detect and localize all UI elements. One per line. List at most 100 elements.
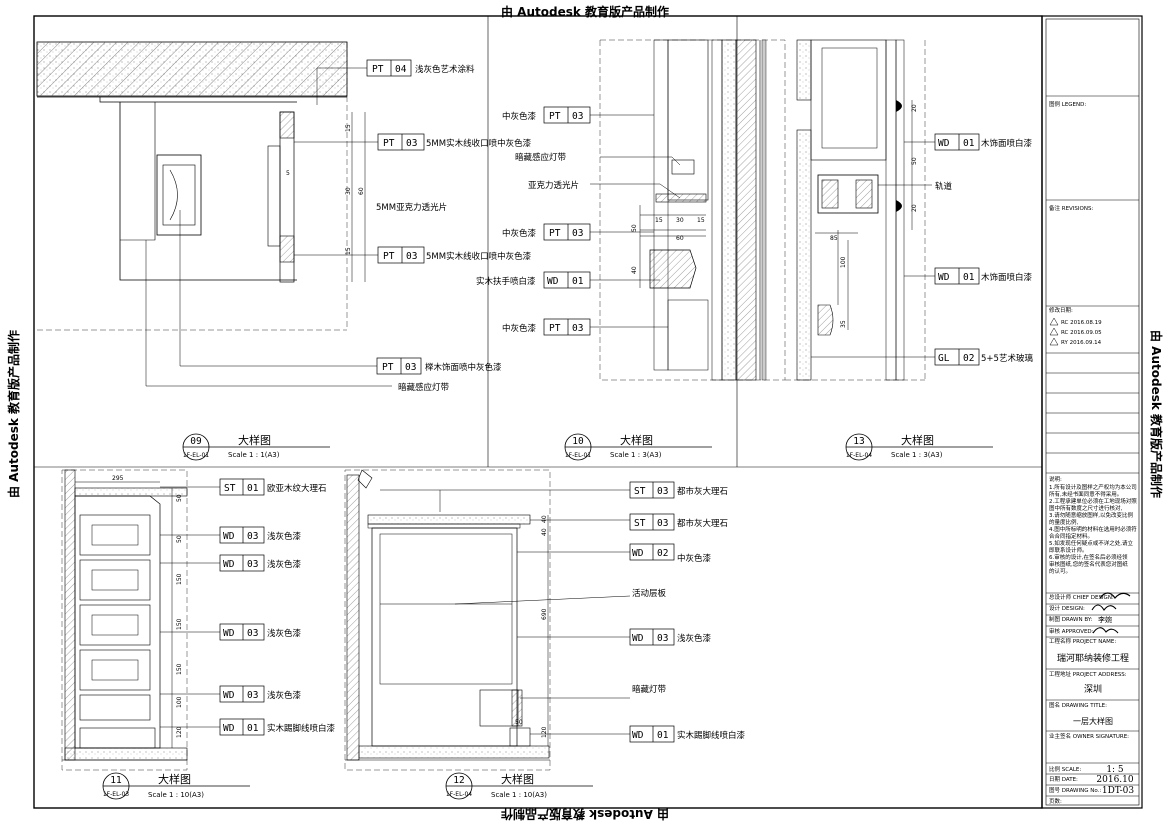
drawing-label: Scale 1 : 10(A3) bbox=[148, 791, 204, 799]
drawing-label: 的认可。 bbox=[1049, 567, 1071, 575]
material-tag: WD 01 木饰面喷白漆 bbox=[934, 133, 1033, 151]
drawing-label: 01 bbox=[247, 723, 259, 734]
drawing-label: 5MM实木线收口喷中灰色漆 bbox=[426, 251, 532, 262]
material-tag: WD 01 实木踢脚线喷白漆 bbox=[219, 718, 336, 736]
drawing-label: 木饰面喷白漆 bbox=[981, 138, 1033, 149]
chief-design-label: 总设计师 CHIEF DESIGN: bbox=[1049, 593, 1114, 601]
drawing-label: 中灰色漆 bbox=[502, 323, 537, 334]
drawing-label: WD bbox=[223, 690, 235, 701]
drawing-label: 120 bbox=[176, 726, 183, 738]
drawing-label: 中灰色漆 bbox=[677, 553, 712, 564]
material-tag: ST 03 都市灰大理石 bbox=[629, 481, 728, 499]
material-tag: WD 01 木饰面喷白漆 bbox=[934, 267, 1033, 285]
scale-label: 比例 SCALE: bbox=[1049, 765, 1081, 773]
drawing-label: Scale 1 : 1(A3) bbox=[228, 451, 280, 459]
drawing-label: PT bbox=[549, 323, 561, 334]
drawing-label: 1F-EL-01 bbox=[183, 452, 209, 459]
material-tag: 中灰色漆 PT 03 bbox=[502, 223, 591, 241]
drawing-label: WD bbox=[223, 723, 235, 734]
watermark-bottom: 由 Autodesk 教育版产品制作 bbox=[501, 807, 669, 822]
drawing-label: 大样图 bbox=[620, 433, 653, 447]
revision-list: RC 2016.08.19 RC 2016.09.05 RY 2016.09.1… bbox=[1049, 317, 1102, 346]
drawing-label: 即联系设计师。 bbox=[1049, 546, 1088, 554]
drawing-label: PT bbox=[382, 362, 394, 373]
drawing-label: 03 bbox=[247, 531, 258, 542]
drawing-label: 03 bbox=[247, 559, 258, 570]
drawing-label: PT bbox=[383, 251, 395, 262]
drawing-label: 03 bbox=[657, 518, 668, 529]
drawing-label: 1F-EL-04 bbox=[846, 452, 872, 459]
drawing-label: ST bbox=[224, 483, 236, 494]
drawing-label: PT bbox=[549, 228, 561, 239]
drawing-label: 浅灰色漆 bbox=[267, 690, 302, 701]
drawing-label: 实木踢脚线喷白漆 bbox=[267, 723, 336, 734]
drawing-label: 15 bbox=[345, 124, 352, 132]
drawing-label: 03 bbox=[572, 228, 583, 239]
drawing-label: 15 bbox=[697, 217, 705, 224]
drawing-label: PT bbox=[372, 64, 384, 75]
drawn-by-value: 李婉 bbox=[1098, 615, 1112, 624]
material-tag: PT 03 5MM实木线收口喷中灰色漆 bbox=[377, 133, 532, 151]
drawing-label: WD bbox=[632, 730, 644, 741]
drawing-label: 30 bbox=[345, 187, 352, 195]
drawing-label: 5MM实木线收口喷中灰色漆 bbox=[426, 138, 532, 149]
drawing-label: 15 bbox=[655, 217, 663, 224]
drawing-label: 50 bbox=[515, 719, 523, 726]
drawing-label: 木饰面喷白漆 bbox=[981, 272, 1033, 283]
material-tag: PT 03 5MM实木线收口喷中灰色漆 bbox=[377, 246, 532, 264]
date-label: 日期 DATE: bbox=[1049, 776, 1078, 783]
drawing-label: 01 bbox=[247, 483, 259, 494]
detail-11: 295 50 50 150 150 150 100 120 ST 01 欧亚木纹… bbox=[61, 469, 336, 800]
drawing-label: PT bbox=[383, 138, 395, 149]
drawing-label: 审核图纸,您的签名代表您对图纸 bbox=[1049, 560, 1128, 568]
scale-value: 1: 5 bbox=[1106, 765, 1124, 775]
material-tag: PT 04 浅灰色艺术涂料 bbox=[366, 59, 475, 77]
material-tag: WD 02 中灰色漆 bbox=[629, 543, 712, 564]
drawing-label: 03 bbox=[657, 633, 668, 644]
material-tag: WD 03 浅灰色漆 bbox=[219, 623, 302, 641]
drawing-label: 10 bbox=[572, 436, 584, 447]
drawing-label: 03 bbox=[247, 628, 258, 639]
drawing-label: 03 bbox=[572, 111, 583, 122]
drawing-border bbox=[33, 15, 1043, 809]
drawing-label: 大样图 bbox=[158, 772, 191, 786]
drawing-label: 03 bbox=[572, 323, 583, 334]
watermark-left: 由 Autodesk 教育版产品制作 bbox=[6, 330, 21, 498]
drawing-label: 295 bbox=[112, 475, 124, 482]
watermark-top: 由 Autodesk 教育版产品制作 bbox=[501, 4, 669, 19]
drawing-label: Scale 1 : 3(A3) bbox=[891, 451, 943, 459]
detail-title-10: 10 1F-EL-01 大样图 Scale 1 : 3(A3) bbox=[564, 433, 712, 461]
material-tag: WD 01 实木踢脚线喷白漆 bbox=[629, 725, 746, 743]
note-acrylic: 亚克力透光片 bbox=[528, 180, 579, 191]
material-tag: WD 03 浅灰色漆 bbox=[629, 628, 712, 646]
drawing-label: WD bbox=[632, 548, 644, 559]
drawing-label: RC 2016.08.19 bbox=[1061, 320, 1102, 326]
detail-title-09: 09 1F-EL-01 大样图 Scale 1 : 1(A3) bbox=[182, 433, 330, 461]
material-tag: 实木扶手喷白漆 WD 01 bbox=[476, 271, 591, 289]
drawing-label: 的量度比例, bbox=[1049, 518, 1079, 526]
drawing-label: 5.如发现任何疑点或不详之处,请立 bbox=[1049, 539, 1133, 547]
drawing-label: 12 bbox=[453, 775, 464, 786]
project-name-label: 工程名称 PROJECT NAME: bbox=[1049, 637, 1116, 645]
drawing-label: 30 bbox=[676, 217, 684, 224]
drawing-label: 01 bbox=[963, 272, 975, 283]
drawing-label: 85 bbox=[830, 235, 838, 242]
drawing-label: 欧亚木纹大理石 bbox=[267, 483, 327, 494]
drawing-label: 都市灰大理石 bbox=[677, 486, 728, 497]
drawing-label: 50 bbox=[176, 494, 183, 502]
drawing-label: 11 bbox=[110, 775, 122, 786]
material-tag: GL 02 5+5艺术玻璃 bbox=[934, 348, 1033, 366]
drawing-label: RC 2016.09.05 bbox=[1061, 330, 1102, 336]
drawing-label: 09 bbox=[190, 436, 202, 447]
note-light: 暗藏感应灯带 bbox=[515, 152, 567, 163]
material-tag: PT 03 榉木饰面喷中灰色漆 bbox=[376, 357, 502, 375]
drawing-title-value: 一层大样图 bbox=[1073, 716, 1113, 726]
drawing-label: 100 bbox=[176, 696, 183, 708]
drawing-label: 02 bbox=[963, 353, 974, 364]
detail-09: 15 30 15 60 5 PT 04 浅灰色艺术涂料 PT 03 5MM实木线… bbox=[36, 41, 532, 461]
drawing-label: WD bbox=[938, 138, 950, 149]
drawing-label: WD bbox=[938, 272, 950, 283]
drawing-label: 60 bbox=[676, 235, 684, 242]
drawing-label: 2.工程承建单位必须在工地现场对照 bbox=[1049, 497, 1137, 505]
note-light: 暗藏感应灯带 bbox=[398, 382, 450, 393]
